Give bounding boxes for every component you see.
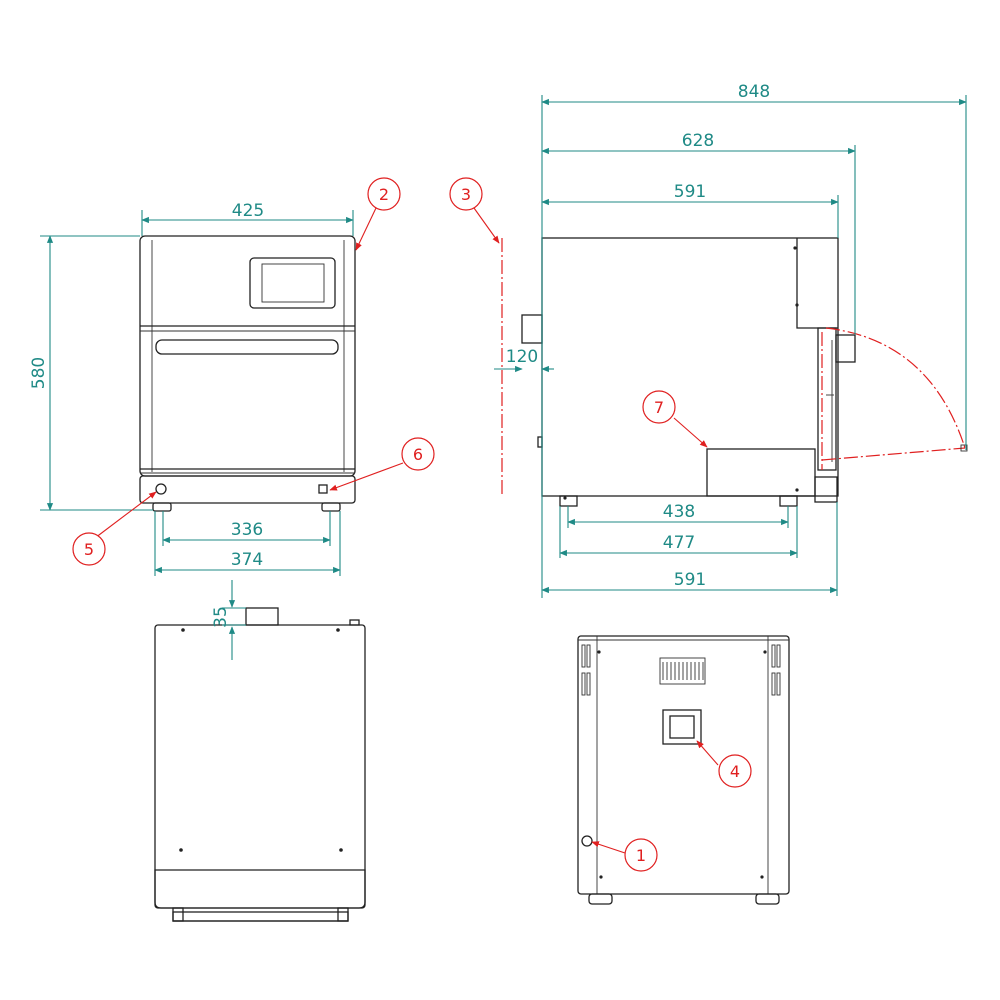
dim-side-vent-clearance: 120 — [506, 347, 538, 367]
dim-front-height: 580 — [29, 357, 49, 389]
dim-side-total: 848 — [738, 82, 770, 102]
svg-text:6: 6 — [413, 445, 423, 464]
rear-view — [577, 635, 790, 905]
callout-leaders — [94, 207, 719, 854]
rear-vents-right — [771, 644, 781, 696]
dim-side-door-open: 628 — [682, 131, 714, 151]
svg-text:3: 3 — [461, 185, 471, 204]
dim-side-feet-inner: 438 — [663, 502, 695, 522]
callout-7: 7 — [642, 390, 676, 424]
rear-connector — [581, 835, 593, 847]
callout-3: 3 — [449, 177, 483, 211]
rear-vents-left — [581, 644, 591, 696]
front-base — [139, 475, 356, 504]
side-view — [521, 237, 968, 507]
exhaust-grille — [659, 657, 706, 685]
power-switch — [155, 483, 167, 495]
dim-side-body-bottom: 591 — [674, 570, 706, 590]
svg-text:5: 5 — [84, 540, 94, 559]
dim-front-width: 425 — [232, 201, 264, 221]
front-view — [139, 235, 356, 512]
callout-5: 5 — [72, 532, 106, 566]
callout-1: 1 — [624, 838, 658, 872]
svg-text:2: 2 — [379, 185, 389, 204]
svg-text:1: 1 — [636, 846, 646, 865]
callout-4: 4 — [718, 754, 752, 788]
side-panel — [706, 448, 816, 497]
callout-2: 2 — [367, 177, 401, 211]
top-view — [154, 607, 366, 922]
callout-6: 6 — [401, 437, 435, 471]
control-display — [249, 257, 336, 309]
dim-front-feet-outer: 374 — [231, 550, 263, 570]
dimension-lines — [40, 95, 967, 660]
dim-side-feet-outer: 477 — [663, 533, 695, 553]
usb-port — [318, 484, 328, 494]
svg-text:4: 4 — [730, 762, 740, 781]
door-handle — [155, 339, 339, 355]
rear-vent-outlet — [662, 709, 702, 745]
dim-side-body-top: 591 — [674, 182, 706, 202]
svg-text:7: 7 — [654, 398, 664, 417]
dim-front-feet-inner: 336 — [231, 520, 263, 540]
dim-top-vent-depth: 35 — [211, 606, 231, 628]
